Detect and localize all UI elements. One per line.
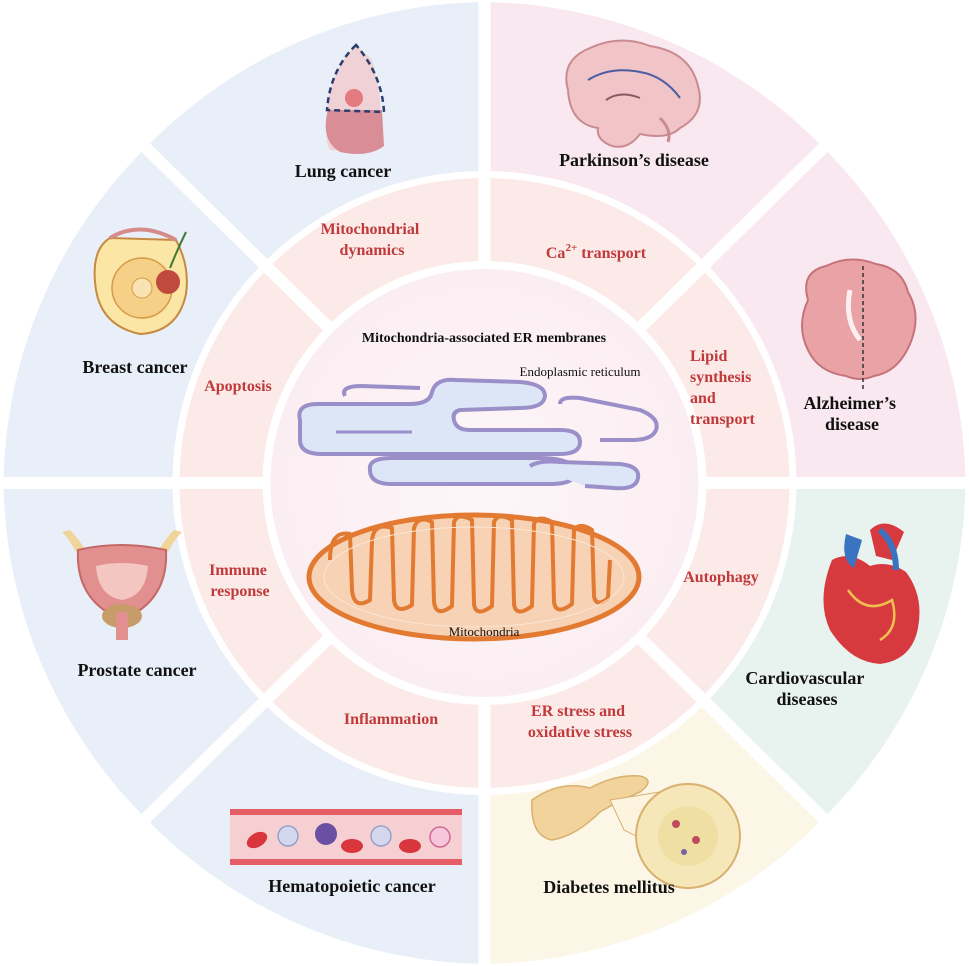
label-prostate: Prostate cancer	[77, 660, 196, 680]
pancreas-icon	[531, 775, 741, 889]
label-autophagy: Autophagy	[683, 569, 759, 586]
label-hematopoietic: Hematopoietic cancer	[268, 876, 435, 896]
label-cardiovascular: Cardiovascular diseases	[745, 668, 868, 709]
label-apoptosis: Apoptosis	[204, 378, 272, 395]
label-mitochondrial-dynamics: Mitochondrial dynamics	[321, 221, 424, 259]
label-diabetes: Diabetes mellitus	[543, 877, 674, 897]
label-breast-cancer: Breast cancer	[82, 357, 187, 377]
brain-sagittal-icon	[565, 39, 701, 148]
center-title: Mitochondria-associated ER membranes	[362, 331, 607, 346]
label-alzheimers: Alzheimer’s disease	[803, 393, 900, 434]
mitochondria-label: Mitochondria	[449, 624, 520, 639]
er-label: Endoplasmic reticulum	[520, 364, 641, 379]
label-immune-response: Immune response	[209, 562, 271, 600]
brain-coronal-icon	[801, 258, 917, 390]
mitochondria-icon	[306, 512, 642, 642]
lung-icon	[325, 43, 386, 154]
heart-icon	[823, 523, 920, 664]
endoplasmic-reticulum-icon	[297, 377, 659, 491]
label-lung-cancer: Lung cancer	[295, 161, 392, 181]
label-parkinsons: Parkinson’s disease	[559, 150, 709, 170]
prostate-icon	[62, 530, 182, 640]
label-er-stress: ER stress and oxidative stress	[528, 703, 632, 741]
label-ca-transport: Ca2+ transport	[546, 242, 647, 262]
label-lipid-synthesis: Lipid synthesis and transport	[690, 348, 756, 428]
label-inflammation: Inflammation	[344, 711, 438, 728]
breast-icon	[93, 227, 188, 336]
blood-vessel-icon	[230, 809, 462, 865]
